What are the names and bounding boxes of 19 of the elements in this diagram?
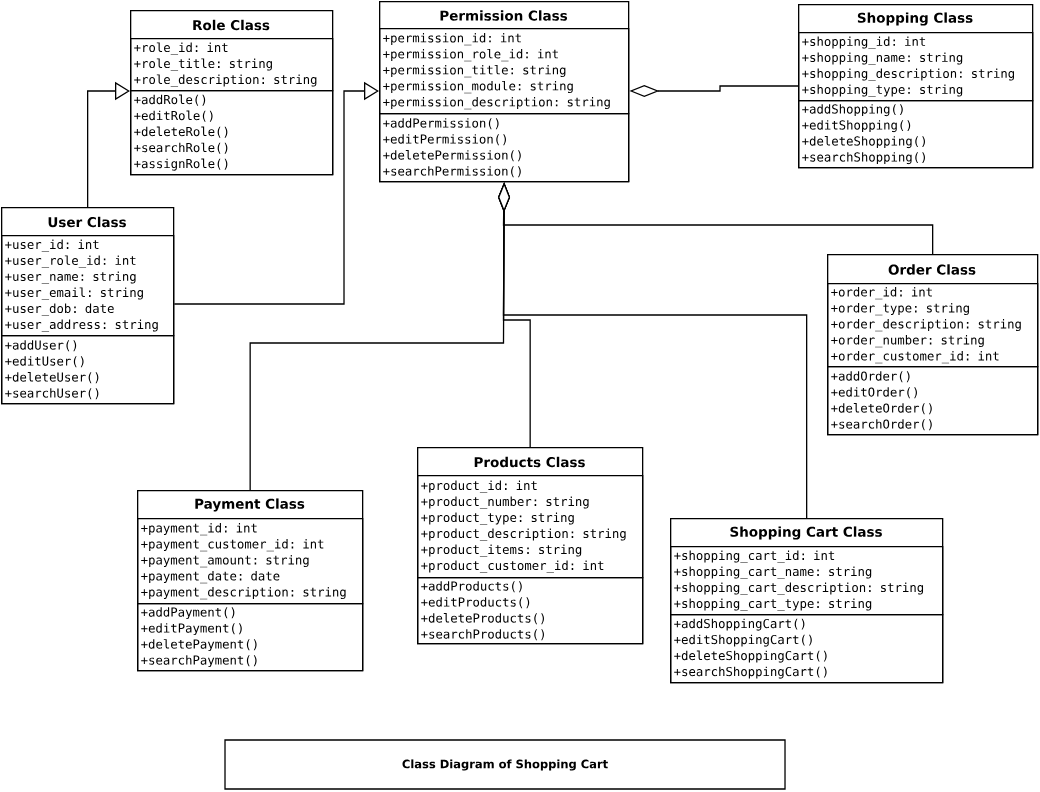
method-compartment: +addShopping() +editShopping() +deleteShopping() +searchShopping()	[798, 100, 1034, 169]
attribute-compartment: +user_id: int +user_role_id: int +user_name: string +user_email: string +user_dob: date +user_address: string	[1, 235, 175, 337]
attribute-compartment: +product_id: int +product_number: string +product_type: string +product_description: string +product_items: string +product_customer_id: int	[417, 475, 644, 579]
generalization-arrow	[173, 81, 379, 305]
attribute-compartment: +role_id: int +role_title: string +role_description: string	[130, 38, 334, 92]
method-compartment: +addPayment() +editPayment() +deletePayment() +searchPayment()	[137, 603, 364, 672]
method-compartment: +addOrder() +editOrder() +deleteOrder() +searchOrder()	[827, 366, 1039, 436]
attribute-compartment: +order_id: int +order_type: string +order_description: string +order_number: string +order_customer_id: int	[827, 283, 1039, 368]
attribute-compartment: +permission_id: int +permission_role_id: int +permission_title: string +permission_module: string +permission_description: string	[379, 28, 630, 115]
method-compartment: +addPermission() +editPermission() +deletePermission() +searchPermission()	[379, 113, 630, 183]
method-compartment: +addRole() +editRole() +deleteRole() +searchRole() +assignRole()	[130, 90, 334, 176]
attribute-compartment: +payment_id: int +payment_customer_id: int +payment_amount: string +payment_date: date +payment_description: string	[137, 518, 364, 605]
method-compartment: +addProducts() +editProducts() +deleteProducts() +searchProducts()	[417, 577, 644, 645]
method-compartment: +addShoppingCart() +editShoppingCart() +deleteShoppingCart() +searchShoppingCart()	[670, 614, 944, 684]
attribute-compartment: +shopping_cart_id: int +shopping_cart_name: string +shopping_cart_description: string +shopping_cart_type: string	[670, 546, 944, 616]
attribute-compartment: +shopping_id: int +shopping_name: string +shopping_description: string +shopping_type: string	[798, 32, 1034, 102]
generalization-arrow	[87, 81, 130, 208]
method-compartment: +addUser() +editUser() +deleteUser() +searchUser()	[1, 335, 175, 405]
title-box: Class Diagram of Shopping Cart	[224, 739, 786, 790]
